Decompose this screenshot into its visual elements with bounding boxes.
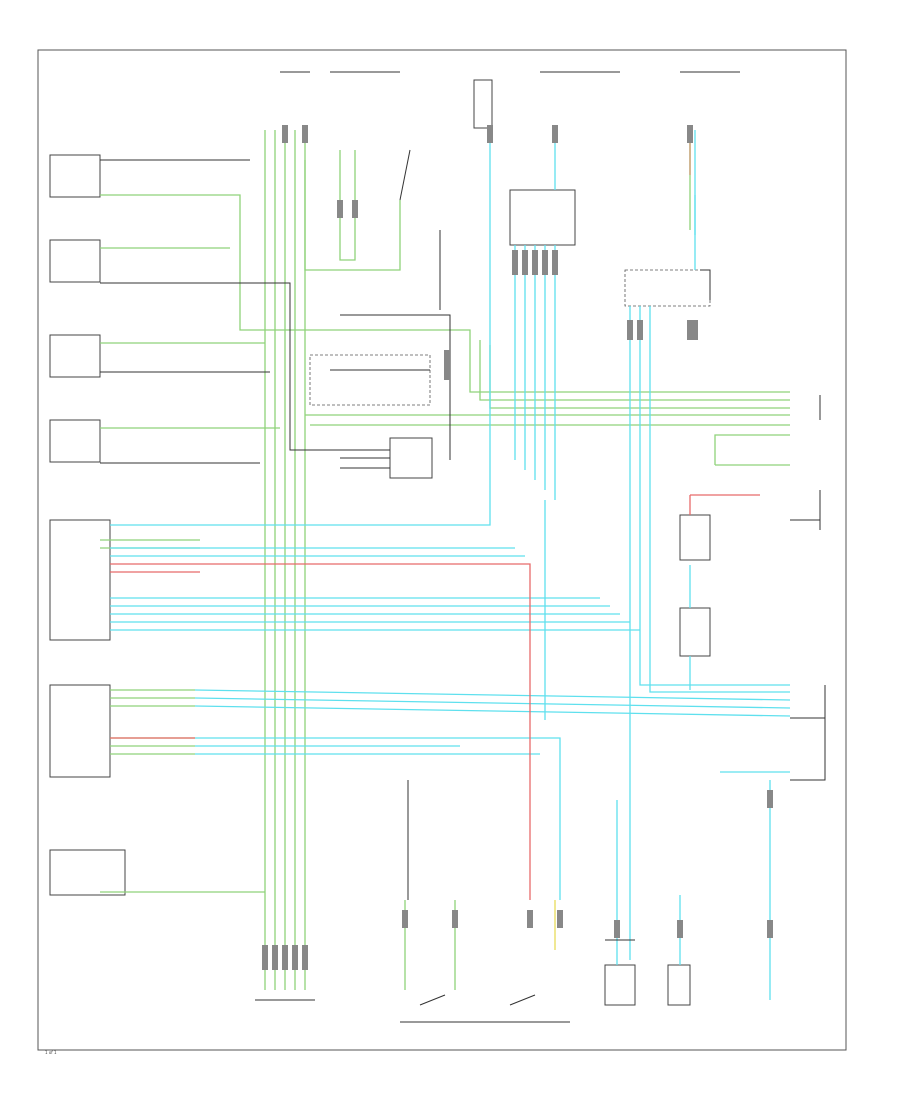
green-wires: [100, 130, 790, 990]
ground-box-2: [667, 964, 691, 1006]
left-switch-boxes: [49, 154, 126, 896]
cyan-wires: [110, 130, 791, 1000]
junction-connector-right: [624, 269, 711, 307]
dash-switch: [49, 849, 126, 896]
black-wires: [100, 149, 826, 1023]
top-power-sources: [280, 71, 740, 129]
instrument-cluster: [49, 519, 111, 641]
junction-block: [509, 189, 576, 246]
door-switch-2: [49, 239, 101, 283]
auto-light-sensor: [49, 684, 111, 778]
page-number: 1 of 1: [45, 1050, 57, 1055]
right-relay-2: [679, 607, 711, 657]
door-switch-1: [49, 154, 101, 198]
ground-box-1: [604, 964, 636, 1006]
door-switch-4: [49, 419, 101, 463]
relay-box: [389, 437, 433, 479]
center-components: [309, 189, 711, 1006]
other-wires: [554, 130, 696, 950]
right-relay-1: [679, 514, 711, 561]
connector-clusters: [262, 125, 773, 970]
red-wires: [110, 494, 760, 900]
door-switch-3: [49, 334, 101, 378]
dashed-box-center: [309, 354, 431, 406]
diagram-frame: [37, 49, 847, 1051]
